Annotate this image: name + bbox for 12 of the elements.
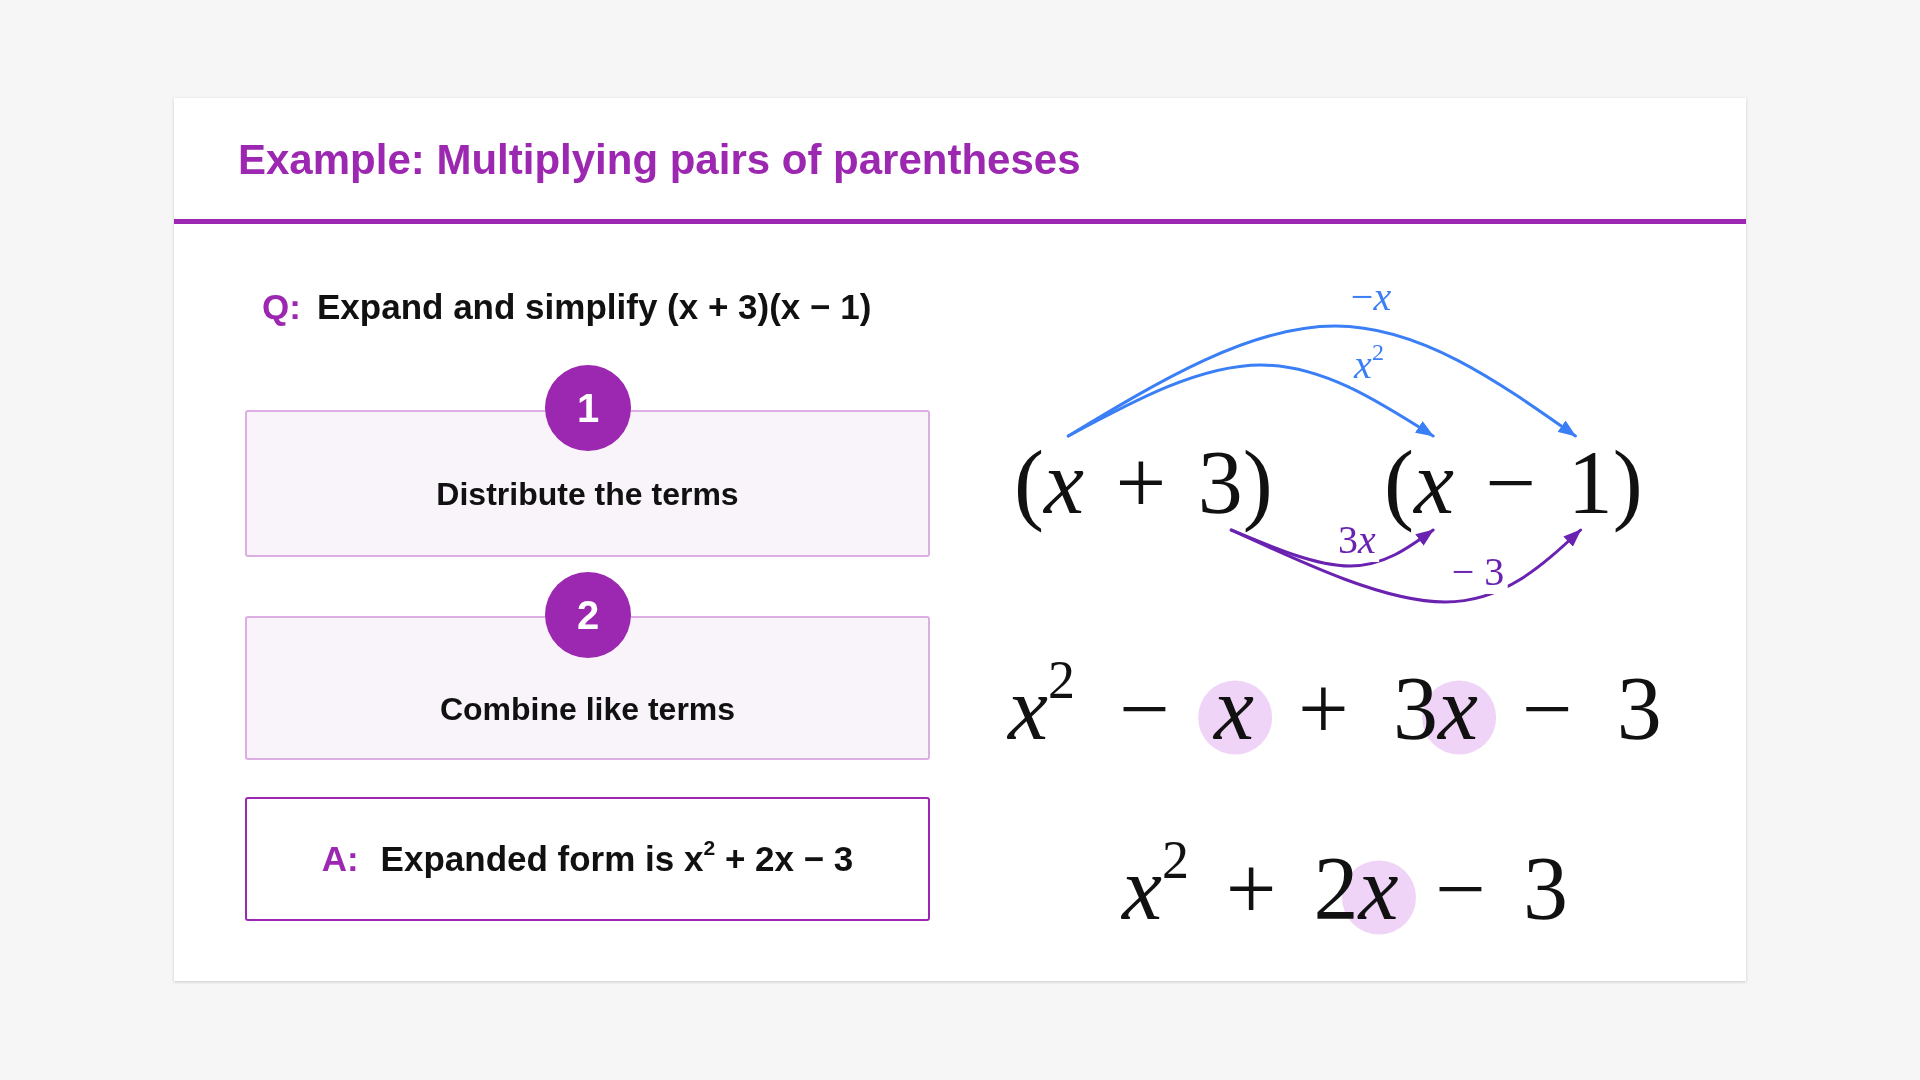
title: Example: Multiplying pairs of parentheses — [238, 134, 1081, 185]
curved-arrow — [1229, 528, 1583, 604]
question-marker: Q: — [262, 287, 301, 327]
math-expression: x$^{2}$ − x + 3x − 3 — [1008, 658, 1662, 758]
step-label: Combine like terms — [439, 690, 736, 728]
step-label: Distribute the terms — [436, 476, 739, 513]
math-expression: x$^{2}$ + 2x − 3 — [1122, 838, 1568, 938]
answer-marker: A: — [321, 839, 359, 879]
question-text: Expand and simplify (x + 3)(x − 1) — [317, 287, 872, 327]
answer-box — [245, 797, 930, 921]
answer-text: Expanded form is x$^{2}$ + 2x − 3 — [380, 839, 854, 879]
curved-arrow — [1066, 324, 1577, 438]
